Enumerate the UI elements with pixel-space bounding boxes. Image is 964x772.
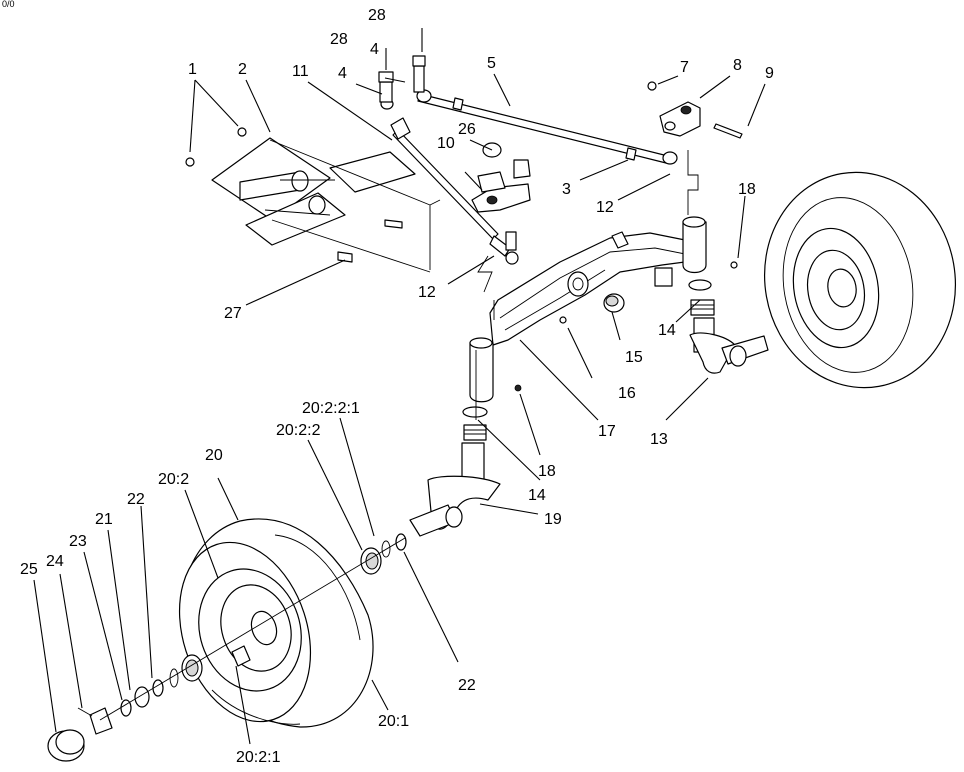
left-pivot-tube	[469, 337, 494, 403]
callout-15: 15	[625, 349, 643, 366]
callout-12: 12	[418, 284, 436, 301]
lock-nut-left	[514, 384, 522, 392]
callout-8: 8	[733, 57, 742, 74]
grease-fitting	[559, 316, 567, 324]
callout-2: 2	[238, 61, 247, 78]
callout-18: 18	[738, 181, 756, 198]
callout-28: 28	[330, 31, 348, 48]
callout-20-1: 20:1	[378, 713, 409, 730]
callout-20-2-2: 20:2:2	[276, 422, 321, 439]
callout-11: 11	[292, 63, 309, 80]
callout-20-2-1: 20:2:1	[236, 749, 281, 766]
callout-20: 20	[205, 447, 223, 464]
tie-rod	[412, 55, 678, 165]
callout-labels: 28 28 4 4 5 7 8 9 1 2 11 26 10 3 12 18 1…	[20, 7, 774, 766]
callout-22: 22	[458, 677, 476, 694]
steering-arm	[471, 142, 531, 213]
front-right-wheel	[763, 171, 957, 389]
callout-18: 18	[538, 463, 556, 480]
dust-cap	[47, 729, 85, 762]
callout-26: 26	[458, 121, 476, 138]
corner-text: 0/0	[2, 0, 15, 9]
left-spindle	[409, 406, 501, 537]
callout-1: 1	[188, 61, 197, 78]
right-pivot-tube	[682, 216, 707, 274]
callout-21: 21	[95, 511, 113, 528]
callout-27: 27	[224, 305, 242, 322]
callout-24: 24	[46, 553, 64, 570]
callout-3: 3	[562, 181, 571, 198]
right-spindle	[688, 279, 769, 374]
callout-17: 17	[598, 423, 616, 440]
callout-19: 19	[544, 511, 562, 528]
mounting-plate-assembly	[185, 127, 416, 263]
callout-13: 13	[650, 431, 668, 448]
axle-beam	[489, 231, 701, 346]
construction-lines	[269, 139, 699, 420]
drag-link	[378, 71, 519, 265]
right-steering-arm	[647, 81, 743, 139]
callout-22: 22	[127, 491, 145, 508]
callout-10: 10	[437, 135, 455, 152]
pivot-bushing	[603, 293, 625, 313]
callout-12: 12	[596, 199, 614, 216]
callout-4: 4	[338, 65, 347, 82]
callout-20-2: 20:2	[158, 471, 189, 488]
callout-28: 28	[368, 7, 386, 24]
callout-16: 16	[618, 385, 636, 402]
lock-nut-right	[730, 261, 738, 269]
callout-9: 9	[765, 65, 774, 82]
front-left-wheel	[178, 518, 374, 728]
callout-14: 14	[658, 322, 676, 339]
leader-lines	[33, 28, 766, 745]
callout-7: 7	[680, 59, 689, 76]
callout-14: 14	[528, 487, 546, 504]
callout-23: 23	[69, 533, 87, 550]
callout-25: 25	[20, 561, 38, 578]
callout-20-2-2-1: 20:2:2:1	[302, 400, 360, 417]
callout-4: 4	[370, 41, 379, 58]
hub-bearing-stack	[77, 533, 407, 735]
callout-5: 5	[487, 55, 496, 72]
